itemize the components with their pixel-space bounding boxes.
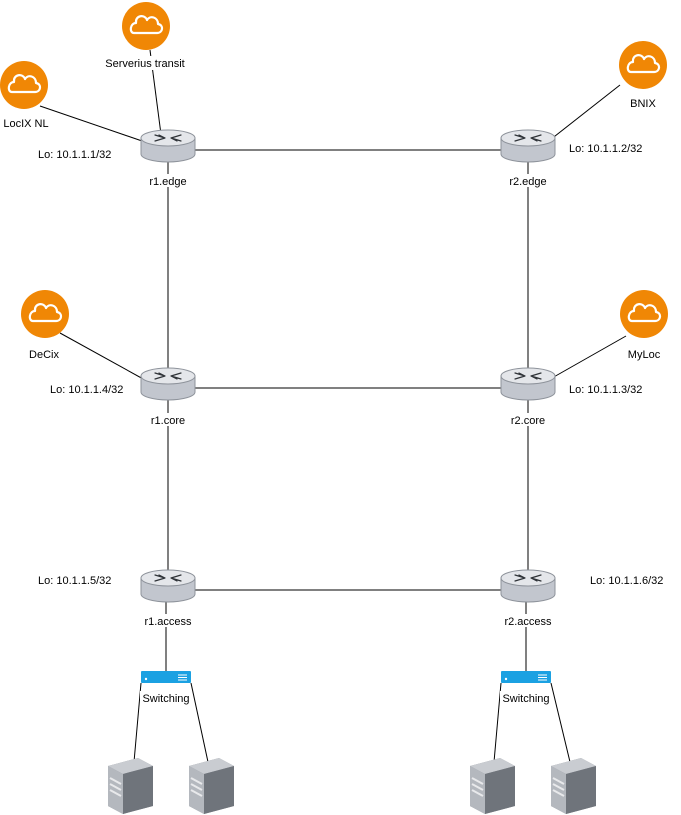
- loopback-r2-core: Lo: 10.1.1.3/32: [569, 384, 642, 396]
- cloud-label-decix: DeCix: [29, 349, 59, 361]
- router-icon: [140, 367, 196, 401]
- loopback-r2-edge: Lo: 10.1.1.2/32: [569, 143, 642, 155]
- switch-label-right: Switching: [502, 693, 549, 705]
- router-icon: [140, 129, 196, 163]
- router-icon: [500, 367, 556, 401]
- link-myloc-r2core: [551, 335, 627, 379]
- link-switch-right-server-1: [493, 682, 502, 763]
- cloud-label-myloc: MyLoc: [628, 349, 661, 361]
- router-r1-edge: r1.edge Lo: 10.1.1.1/32: [38, 129, 196, 188]
- link-locix-r1edge: [39, 105, 146, 143]
- router-icon: [140, 569, 196, 603]
- router-r2-access: r2.access Lo: 10.1.1.6/32: [498, 569, 663, 628]
- router-r2-core: r2.core Lo: 10.1.1.3/32: [500, 367, 642, 427]
- router-name-r1-edge: r1.edge: [149, 176, 186, 188]
- loopback-r1-access: Lo: 10.1.1.5/32: [38, 575, 111, 587]
- router-name-r1-access: r1.access: [144, 616, 192, 628]
- cloud-icon: [19, 288, 71, 340]
- cloud-label-serverius: Serverius transit: [105, 58, 184, 70]
- cloud-serverius: Serverius transit: [101, 0, 189, 70]
- server-icon: [107, 757, 154, 815]
- cloud-label-locix: LocIX NL: [3, 118, 48, 130]
- router-r1-access: r1.access Lo: 10.1.1.5/32: [38, 569, 196, 628]
- link-decix-r1core: [59, 332, 146, 381]
- cloud-myloc: MyLoc: [618, 288, 670, 361]
- link-switch-left-server-1: [133, 682, 142, 763]
- cloud-icon: [120, 0, 172, 52]
- router-name-r2-edge: r2.edge: [509, 176, 546, 188]
- router-icon: [500, 569, 556, 603]
- switch-right: Switching: [500, 670, 552, 705]
- link-switch-right-server-2: [550, 682, 571, 763]
- switch-icon: [500, 670, 552, 684]
- server-icon: [188, 757, 235, 815]
- switch-icon: [140, 670, 192, 684]
- loopback-r1-core: Lo: 10.1.1.4/32: [50, 384, 123, 396]
- router-name-r1-core: r1.core: [151, 415, 185, 427]
- server-icon: [550, 757, 597, 815]
- servers: [107, 757, 597, 815]
- switch-left: Switching: [140, 670, 192, 705]
- router-name-r2-core: r2.core: [511, 415, 545, 427]
- server-icon: [469, 757, 516, 815]
- router-icon: [500, 129, 556, 163]
- router-r1-core: r1.core Lo: 10.1.1.4/32: [50, 367, 196, 427]
- router-name-r2-access: r2.access: [504, 616, 552, 628]
- connections: [39, 49, 627, 763]
- cloud-icon: [617, 39, 669, 91]
- loopback-r1-edge: Lo: 10.1.1.1/32: [38, 149, 111, 161]
- link-bnix-r2edge: [549, 84, 621, 141]
- switch-label-left: Switching: [142, 693, 189, 705]
- cloud-decix: DeCix: [19, 288, 71, 361]
- link-switch-left-server-2: [190, 682, 209, 763]
- router-r2-edge: r2.edge Lo: 10.1.1.2/32: [500, 129, 642, 188]
- cloud-label-bnix: BNIX: [630, 98, 656, 110]
- cloud-icon: [618, 288, 670, 340]
- cloud-bnix: BNIX: [617, 39, 669, 110]
- cloud-locix: LocIX NL: [0, 59, 50, 130]
- loopback-r2-access: Lo: 10.1.1.6/32: [590, 575, 663, 587]
- cloud-icon: [0, 59, 50, 111]
